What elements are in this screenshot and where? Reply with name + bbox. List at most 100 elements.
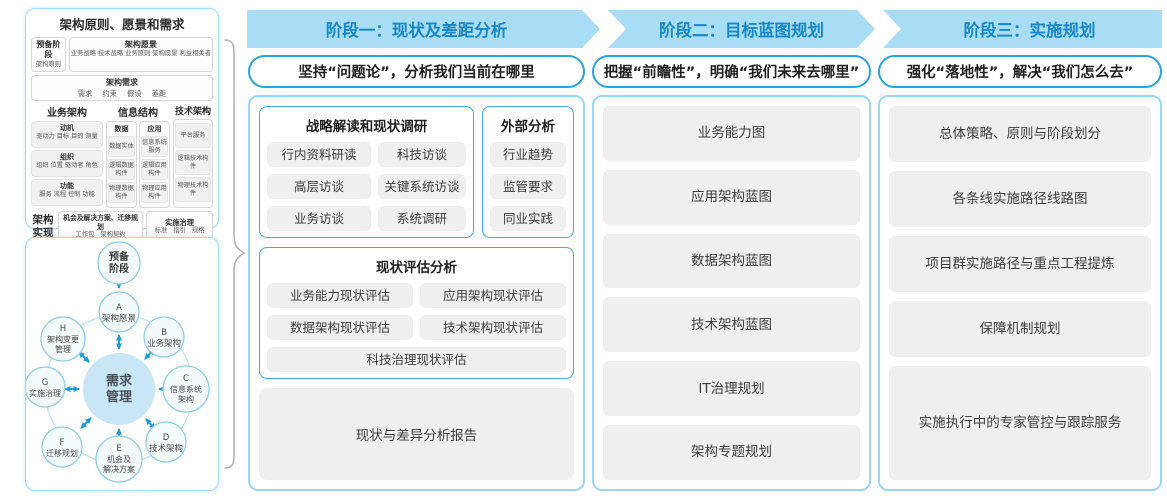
circle-e (95, 435, 143, 483)
motivation-box: 动机 驱动力 目标 目的 测量 (31, 121, 103, 149)
circle-g-letter: G (42, 378, 49, 388)
data-subcolumn: 数据 数据实体 逻辑数据构件 物理数据构件 (106, 121, 137, 209)
phase2-subtitle-text: 把握“前瞻性”，明确“我们未来去哪里” (603, 65, 860, 81)
data-item: 逻辑数据构件 (108, 159, 135, 181)
realization-box2-detail: 标准 指引 规格 (154, 227, 205, 235)
prelim-label: 预备 (109, 250, 130, 263)
phase2-subtitle: 把握“前瞻性”，明确“我们未来去哪里” (592, 55, 871, 88)
circle-a (98, 291, 140, 333)
phase1-content: 战略解读和现状调研 行内资料研读 科技访谈 高层访谈 关键系统访谈 业务访谈 系… (248, 95, 585, 491)
phase1-band: 阶段一：现状及差距分析 (247, 10, 600, 48)
architecture-columns: 业务架构 动机 驱动力 目标 目的 测量 组织 组织 位置 驱动者 角色 功能 … (31, 104, 213, 209)
phase3-item: 实施执行中的专家管控与跟踪服务 (889, 366, 1151, 480)
circle-e-letter: E (116, 444, 121, 454)
organization-box: 组织 组织 位置 驱动者 角色 (31, 150, 103, 178)
circle-c-label: 信息系统 (170, 384, 202, 394)
phase2-item: IT治理规划 (603, 361, 860, 417)
phase3-subtitle-text: 强化“落地性”，解决“我们怎么去” (906, 65, 1134, 81)
adm-cycle-diagram: 预备 阶段 A 架构愿景 B 业务架构 C 信息系统 架构 D 技术架构 E 机… (24, 241, 210, 483)
technology-architecture-header: 技术架构 (174, 107, 211, 118)
group-name: 动机 (60, 124, 74, 133)
circle-h-label: 管理 (55, 344, 71, 354)
brace-connector (224, 39, 246, 469)
assessment-item: 科技治理现状评估 (267, 347, 566, 372)
information-structure-column: 信息结构 数据 数据实体 逻辑数据构件 物理数据构件 应用 信息系统服务 逻辑应… (106, 104, 170, 209)
circle-d (145, 421, 187, 463)
circle-h-label: 架构变更 (47, 334, 79, 344)
phase2-band: 阶段二：目标蓝图规划 (608, 10, 875, 48)
strategy-item: 科技访谈 (377, 142, 466, 167)
group-detail: 驱动力 目标 目的 测量 (36, 133, 98, 141)
requirements-management-label: 管理 (106, 389, 132, 405)
vision-detail: 业务战略 技术战略 业务原则 架构愿景 利益相关者 (70, 50, 211, 58)
circle-c (162, 365, 210, 413)
circle-f (41, 426, 83, 468)
circle-f-label: 迁移规划 (46, 448, 78, 458)
strategy-item: 系统调研 (377, 206, 466, 231)
gap-analysis-report-label: 现状与差异分析报告 (355, 428, 478, 444)
phase1-subtitle-text: 坚持“问题论”，分析我们当前在哪里 (298, 65, 535, 81)
group-name: 组织 (60, 153, 74, 162)
realization-box1-detail: 工作包 架构契约 (75, 231, 126, 239)
prelim-line2: 架构原则 (35, 60, 61, 68)
phase1-band-title: 阶段一：现状及差距分析 (325, 21, 508, 40)
application-subcolumn: 应用 信息系统服务 逻辑应用构件 物理应用构件 (139, 121, 170, 209)
circle-f-letter: F (60, 438, 65, 448)
requirements-detail: 需求 约束 假设 差距 (77, 88, 167, 98)
application-header: 应用 (147, 125, 162, 134)
circle-h (40, 316, 86, 362)
technology-architecture-column: 技术架构 平台服务 逻辑技术构件 物理技术构件 (173, 104, 213, 209)
technology-item: 平台服务 (175, 123, 211, 149)
strategy-item: 行内资料研读 (267, 142, 371, 167)
circle-d-letter: D (163, 433, 170, 443)
strategy-research-title: 战略解读和现状调研 (305, 119, 428, 135)
group-detail: 服务 流程 控制 功能 (39, 190, 95, 198)
prelim-circle (97, 241, 141, 285)
architecture-principles-panel: 架构原则、愿景和需求 预备阶段 架构原则 架构愿景 业务战略 技术战略 业务原则… (25, 8, 219, 242)
phase2-band-title: 阶段二：目标蓝图规划 (659, 21, 824, 40)
group-name: 功能 (60, 182, 74, 191)
external-item: 监管要求 (490, 174, 566, 199)
assessment-item: 技术架构现状评估 (420, 315, 566, 340)
assessment-title: 现状评估分析 (376, 260, 457, 276)
phase2-item: 技术架构蓝图 (603, 297, 860, 353)
circle-h-letter: H (60, 324, 66, 334)
strategy-item: 业务访谈 (267, 206, 371, 231)
external-item: 行业趋势 (490, 142, 566, 167)
prelim-label: 阶段 (109, 262, 129, 275)
phase3-subtitle: 强化“落地性”，解决“我们怎么去” (878, 55, 1162, 88)
realization-box2-title: 实施治理 (165, 218, 194, 228)
assessment-item: 业务能力现状评估 (267, 283, 413, 308)
circle-b-letter: B (161, 328, 167, 338)
circle-e-label: 机会及 (107, 454, 131, 464)
requirements-management-label: 需求 (106, 373, 133, 389)
architecture-vision-box: 架构愿景 业务战略 技术战略 业务原则 架构愿景 利益相关者 (68, 37, 213, 72)
assessment-item: 数据架构现状评估 (267, 315, 413, 340)
panel-title: 架构原则、愿景和需求 (59, 17, 185, 32)
architecture-requirements-box: 架构需求 需求 约束 假设 差距 (31, 74, 213, 102)
circle-b (143, 316, 185, 358)
strategy-research-box: 战略解读和现状调研 行内资料研读 科技访谈 高层访谈 关键系统访谈 业务访谈 系… (259, 106, 474, 238)
phase2-item: 业务能力图 (603, 106, 860, 161)
business-architecture-header: 业务架构 (47, 108, 87, 120)
business-architecture-column: 业务架构 动机 驱动力 目标 目的 测量 组织 组织 位置 驱动者 角色 功能 … (31, 104, 103, 208)
adm-cycle-panel: 预备 阶段 A 架构愿景 B 业务架构 C 信息系统 架构 D 技术架构 E 机… (24, 237, 219, 491)
requirements-title: 架构需求 (106, 77, 138, 87)
data-item: 数据实体 (108, 136, 135, 158)
circle-g-label: 实施治理 (29, 388, 61, 398)
circle-d-label: 技术架构 (149, 443, 183, 454)
phase3-item: 保障机制规划 (889, 301, 1151, 358)
requirements-management-circle (83, 353, 155, 425)
data-item: 物理数据构件 (108, 182, 135, 204)
prelim-line1: 预备阶段 (36, 40, 61, 60)
assessment-item: 应用架构现状评估 (420, 283, 566, 308)
phase3-item: 各条线实施路径线路图 (889, 171, 1151, 228)
strategy-item: 关键系统访谈 (377, 174, 466, 199)
technology-item: 逻辑技术构件 (175, 150, 211, 176)
phase1-subtitle: 坚持“问题论”，分析我们当前在哪里 (248, 55, 585, 88)
application-item: 信息系统服务 (141, 136, 168, 158)
circle-b-label: 业务架构 (147, 338, 181, 349)
information-structure-header: 信息结构 (118, 108, 158, 120)
phase3-content: 总体策略、原则与阶段划分 各条线实施路径线路图 项目群实施路径与重点工程提炼 保… (878, 95, 1162, 491)
circle-e-label: 解决方案 (103, 464, 135, 474)
